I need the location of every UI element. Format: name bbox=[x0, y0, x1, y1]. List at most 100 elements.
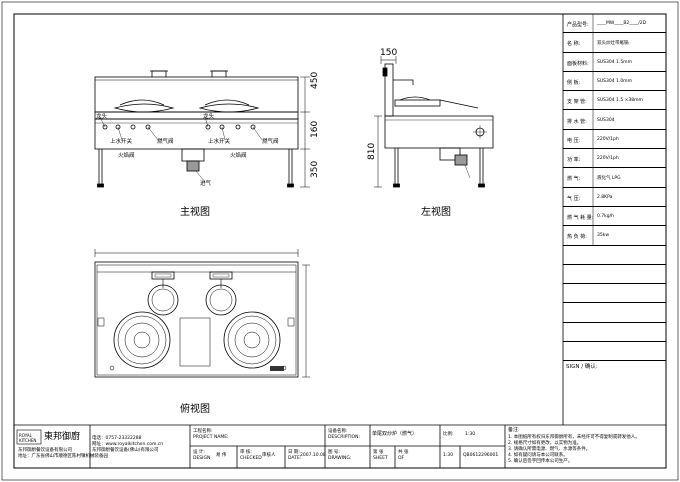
label-faucet-1: 龙头 bbox=[96, 114, 108, 120]
dim-450: 450 bbox=[310, 71, 320, 89]
left-view bbox=[374, 56, 494, 188]
spec-key: 气 压: bbox=[567, 195, 581, 202]
total-key: 共 张 bbox=[398, 450, 409, 455]
equip-name: 单尾双炒炉（燃气） bbox=[372, 431, 418, 437]
label-faucet-2: 龙头 bbox=[203, 114, 215, 120]
spec-row: 电 压: 220V/1ph bbox=[563, 130, 666, 150]
dim-160: 160 bbox=[310, 120, 320, 138]
drawing-number: QB0612296001 bbox=[463, 453, 499, 458]
spec-key: 燃 气: bbox=[567, 176, 581, 183]
dim-150: 150 bbox=[380, 48, 398, 58]
design-key: 设 计: bbox=[193, 450, 205, 455]
spec-row bbox=[563, 246, 666, 265]
label-flame-valve-2: 火焰阀 bbox=[230, 153, 247, 159]
spec-key: 侧 板: bbox=[567, 79, 581, 86]
spec-row bbox=[563, 304, 666, 323]
spec-value: SUS304 1.0mm bbox=[597, 78, 632, 84]
total-en: OF bbox=[398, 456, 405, 461]
spec-row bbox=[563, 342, 666, 362]
spec-value: 双头炒灶带尾锅 bbox=[597, 41, 629, 47]
brand-en-1: ROYAL bbox=[19, 433, 32, 438]
dim-350: 350 bbox=[310, 160, 320, 178]
spec-row: 侧 板: SUS304 1.0mm bbox=[563, 72, 666, 92]
spec-row: 燃 气: 液化气 LPG bbox=[563, 168, 666, 188]
front-view-title: 主视图 bbox=[180, 207, 210, 218]
spec-row bbox=[563, 323, 666, 343]
note-4: 4. 如有疑问请与本公司联系。 bbox=[508, 453, 568, 458]
date-en: DATE: bbox=[288, 456, 302, 461]
drawing-key: 图 号: bbox=[328, 450, 340, 455]
spec-value: 0.7kg/h bbox=[597, 214, 614, 219]
brand-cn: 東邦御廚 bbox=[44, 432, 81, 442]
spec-key: 热 负 荷: bbox=[567, 234, 587, 241]
spec-key: 名 称: bbox=[567, 41, 581, 48]
check-name: 审核人 bbox=[262, 453, 276, 458]
equip-key: 设备名称: bbox=[328, 429, 348, 434]
spec-key: 燃 气 耗 量: bbox=[567, 215, 594, 221]
label-gas-valve-2: 燃气阀 bbox=[262, 139, 279, 145]
spec-key: 支 架 管: bbox=[567, 99, 587, 106]
brand-en-2: KITCHEN bbox=[19, 438, 37, 443]
spec-row: 支 架 管: SUS304 1.5 ×38mm bbox=[563, 91, 666, 111]
scale-value: 1:30 bbox=[465, 432, 476, 437]
note-5: 5. 确认后签字回传本公司生产。 bbox=[508, 459, 573, 464]
label-gas-valve-1: 燃气阀 bbox=[157, 139, 174, 145]
project-name-en: PROJECT NAME: bbox=[193, 435, 229, 440]
scale-key: 比例: bbox=[443, 432, 454, 437]
spec-row: 功 率: 220V/1ph bbox=[563, 149, 666, 169]
dim-810: 810 bbox=[367, 142, 377, 160]
note-1: 1. 本图纸所有权归东邦御厨所有，未经许可不得复制或转发他人。 bbox=[508, 435, 640, 440]
design-name: 易 伟 bbox=[216, 453, 227, 458]
spec-key: 功 率: bbox=[567, 157, 581, 164]
spec-value: 2.8KPa bbox=[597, 194, 613, 200]
sheet-key: 第 张 bbox=[373, 450, 384, 455]
design-en: DESIGN bbox=[193, 456, 211, 461]
spec-row: 热 负 荷: 35kw bbox=[563, 226, 666, 246]
spec-value: 液化气 LPG bbox=[597, 176, 621, 182]
company-line-3: 电话：0757-23322288 bbox=[92, 436, 142, 441]
spec-row bbox=[563, 265, 666, 285]
spec-value: 35kw bbox=[597, 233, 610, 239]
date-value: 2007.10.08 bbox=[300, 453, 326, 458]
spec-value: SUS304 1.5mm bbox=[597, 59, 632, 65]
spec-row: 燃 气 耗 量:0.7kg/h bbox=[563, 207, 666, 227]
spec-value: ____MW____B2____/2D bbox=[597, 21, 647, 26]
check-key: 审 核: bbox=[240, 450, 252, 455]
scale-ref: 1:30 bbox=[443, 453, 454, 458]
spec-row bbox=[563, 284, 666, 304]
equip-en: DESCRIPTION: bbox=[328, 435, 360, 440]
top-view bbox=[94, 249, 310, 378]
company-line-4: 网址：www.royalkitchen.com.cn bbox=[92, 442, 164, 447]
note-3: 3. 请确认所需电源、燃气、水源等条件。 bbox=[508, 447, 591, 452]
label-flame-valve-1: 火焰阀 bbox=[118, 153, 135, 159]
spec-key: 面板材料: bbox=[567, 60, 589, 67]
sign-label: SIGN / 确认: bbox=[566, 364, 598, 370]
spec-key: 电 压: bbox=[567, 137, 581, 144]
company-small: 东邦御厨餐饮设备(佛山)有限公司 bbox=[92, 448, 159, 453]
sheet-en: SHEET bbox=[373, 456, 388, 461]
company-line-1: 东邦御厨餐饮设备有限公司 bbox=[18, 448, 72, 453]
spec-value: SUS304 1.5 ×38mm bbox=[597, 98, 643, 104]
label-water-switch-1: 上水开关 bbox=[110, 139, 133, 145]
spec-value: SUS304 bbox=[597, 117, 615, 123]
spec-value: 220V/1ph bbox=[597, 156, 619, 162]
spec-row: 排 水 管: SUS304 bbox=[563, 111, 666, 130]
date-key: 日 期: bbox=[288, 450, 300, 455]
spec-row: 产品型号: ____MW____B2____/2D bbox=[563, 14, 666, 34]
spec-key: 产品型号: bbox=[567, 22, 589, 28]
check-en: CHECKED bbox=[240, 456, 262, 461]
left-view-title: 左视图 bbox=[421, 207, 451, 218]
label-gas-inlet: 进气 bbox=[200, 181, 212, 187]
spec-row: 气 压: 2.8KPa bbox=[563, 188, 666, 207]
drawing-en: DRAWING: bbox=[328, 456, 352, 461]
spec-value: 220V/1ph bbox=[597, 136, 619, 142]
company-line-2: 地址：广东省佛山市顺德区陈村镇机械装备园 bbox=[18, 454, 108, 459]
top-view-title: 俯视图 bbox=[180, 404, 210, 415]
spec-row: 名 称: 双头炒灶带尾锅 bbox=[563, 33, 666, 53]
label-water-switch-2: 上水开关 bbox=[208, 139, 231, 145]
note-2: 2. 规格尺寸如有更改，以实物为准。 bbox=[508, 441, 582, 446]
front-view bbox=[94, 70, 310, 188]
spec-row: 面板材料: SUS304 1.5mm bbox=[563, 53, 666, 72]
spec-key: 排 水 管: bbox=[567, 118, 587, 125]
